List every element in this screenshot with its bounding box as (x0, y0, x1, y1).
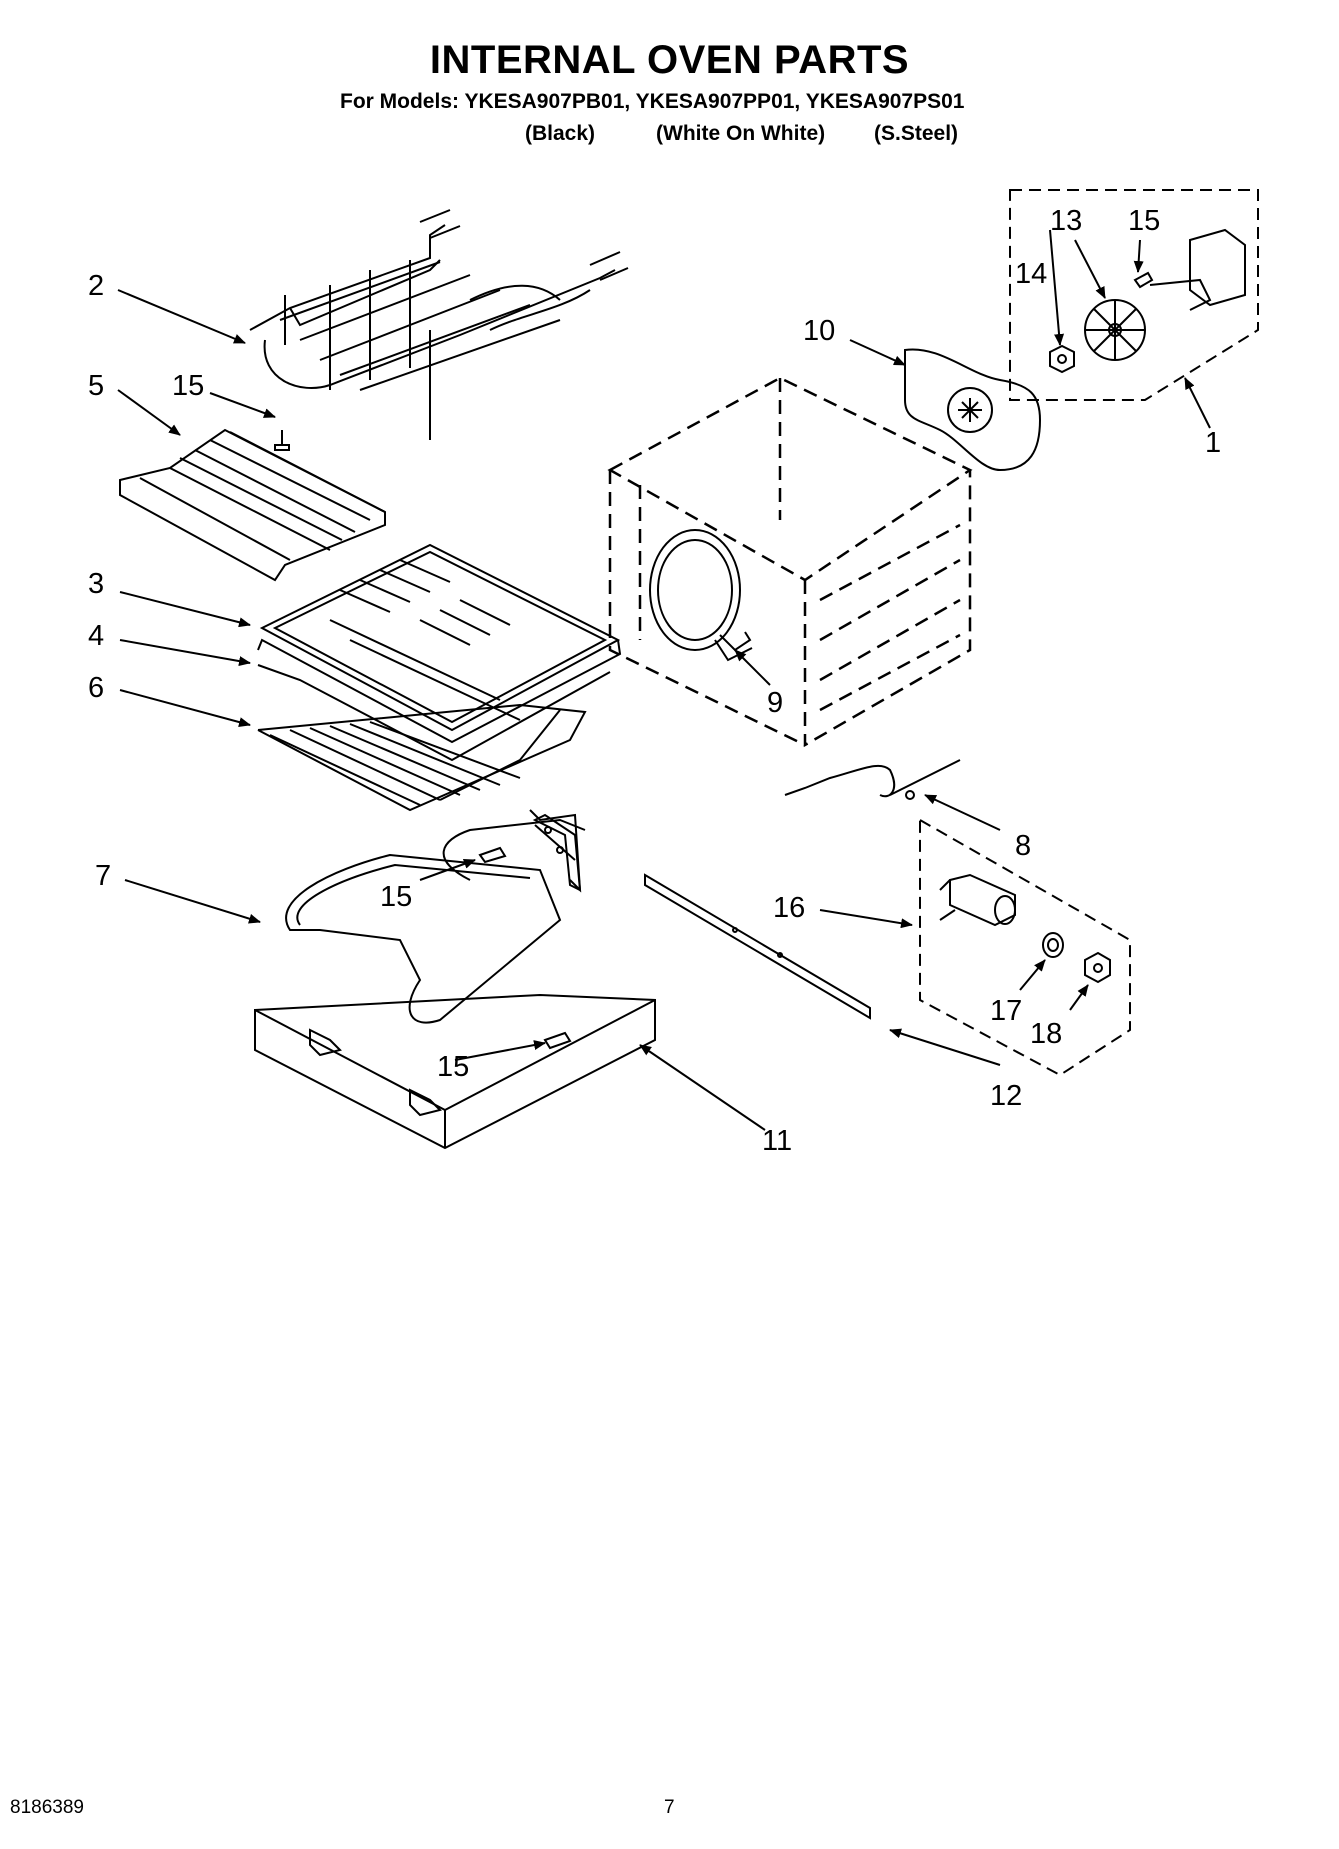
callout-16: 16 (773, 892, 805, 924)
callout-6: 6 (88, 672, 104, 704)
callout-15: 15 (437, 1051, 469, 1083)
part-bake-switch-assembly (919, 818, 1131, 1077)
callout-8: 8 (1015, 830, 1031, 862)
models-line: For Models: YKESA907PB01, YKESA907PP01, … (340, 90, 965, 113)
part-bake-element (285, 809, 586, 1024)
part-washer (1042, 932, 1064, 958)
variant-stainless-steel: (S.Steel) (874, 122, 959, 145)
variant-black: (Black) (525, 122, 596, 145)
callout-9: 9 (767, 687, 783, 719)
part-element-bracket (532, 813, 582, 892)
callout-4: 4 (88, 620, 104, 652)
part-convection-motor (1149, 228, 1246, 311)
callout-15: 15 (172, 370, 204, 402)
callout-13: 13 (1050, 205, 1082, 237)
callout-12: 12 (990, 1080, 1022, 1112)
callout-11: 11 (762, 1125, 792, 1157)
part-broil-element (249, 209, 629, 440)
callout-labels: 2 5 15 3 4 6 7 15 15 11 12 9 8 10 1 14 1… (88, 205, 1221, 1157)
callout-leaders (117, 229, 1211, 1131)
page-title: INTERNAL OVEN PARTS (429, 38, 910, 82)
part-fan-shroud (904, 348, 1042, 472)
part-trim-strip (644, 873, 871, 1020)
part-broil-pan (257, 543, 622, 762)
callout-15: 15 (380, 881, 412, 913)
variant-white-on-white: (White On White) (656, 122, 826, 145)
part-temperature-sensor (784, 759, 961, 800)
callout-10: 10 (803, 315, 835, 347)
part-switch-nut (1084, 951, 1111, 984)
callout-15: 15 (1128, 205, 1160, 237)
part-convection-element (649, 529, 753, 662)
callout-7: 7 (95, 860, 111, 892)
part-lower-rack (257, 703, 587, 812)
page-number: 7 (664, 1797, 675, 1818)
part-screws (274, 271, 1154, 1050)
callout-18: 18 (1030, 1018, 1062, 1050)
part-upper-rack (119, 428, 386, 582)
callout-3: 3 (88, 568, 104, 600)
callout-17: 17 (990, 995, 1022, 1027)
part-fan-blade (1084, 299, 1146, 361)
part-oven-cavity (607, 376, 973, 748)
part-bake-switch (939, 873, 1016, 927)
document-number: 8186389 (10, 1797, 84, 1818)
part-convection-fan-assembly (1009, 189, 1259, 401)
part-element-cover (254, 993, 656, 1150)
callout-5: 5 (88, 370, 104, 402)
callout-14: 14 (1015, 258, 1047, 290)
callout-2: 2 (88, 270, 104, 302)
part-fan-nut (1049, 344, 1075, 374)
callout-1: 1 (1205, 427, 1221, 459)
